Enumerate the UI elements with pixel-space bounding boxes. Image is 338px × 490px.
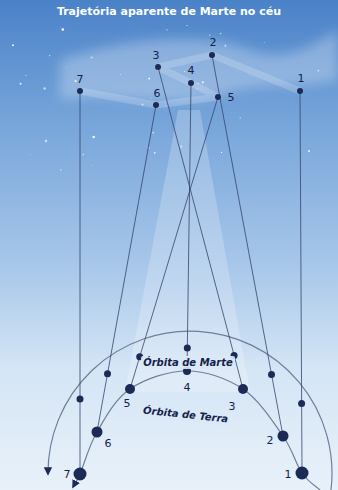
star <box>225 45 227 47</box>
sight-lines <box>80 55 302 474</box>
sight-line <box>80 91 81 474</box>
star <box>166 29 167 30</box>
callout-number: 7 <box>64 468 71 481</box>
star <box>119 74 121 76</box>
sight-line <box>158 67 243 389</box>
callout-number: 2 <box>210 36 217 49</box>
star <box>75 80 77 82</box>
star <box>184 71 185 72</box>
orbit-label: Órbita de Terra <box>141 403 231 425</box>
star <box>196 87 198 89</box>
callout-number: 3 <box>153 49 160 62</box>
sight-line <box>300 91 302 473</box>
star <box>264 42 265 43</box>
star <box>59 27 61 29</box>
star <box>93 136 95 138</box>
star <box>60 169 62 171</box>
star <box>91 56 93 58</box>
star <box>198 83 199 84</box>
stars <box>12 25 319 171</box>
star <box>154 152 156 154</box>
sight-line <box>187 83 191 371</box>
star <box>92 165 94 167</box>
sky-position-dot <box>209 52 215 58</box>
callout-number: 5 <box>228 91 235 104</box>
star <box>152 132 153 133</box>
star <box>308 150 310 152</box>
callout-number: 5 <box>124 397 131 410</box>
star <box>202 81 204 83</box>
mars-position-dot <box>298 400 305 407</box>
callout-number: 2 <box>267 434 274 447</box>
earth-position-dot <box>125 384 135 394</box>
mars-position-dot <box>184 345 191 352</box>
mars-position-dot <box>77 396 84 403</box>
apparent-path <box>80 55 300 105</box>
star <box>148 78 150 80</box>
position-dots <box>74 52 309 481</box>
callout-number: 1 <box>285 468 292 481</box>
earth-orbit <box>73 371 320 490</box>
star <box>318 70 320 72</box>
sky-position-dot <box>155 64 161 70</box>
diagram-title: Trajetória aparente de Marte no céu <box>57 5 281 18</box>
callout-number: 6 <box>154 87 161 100</box>
star <box>12 44 14 46</box>
star <box>186 25 187 26</box>
sky-position-dot <box>188 80 194 86</box>
mars-orbit <box>48 331 332 490</box>
star <box>165 106 166 107</box>
star <box>82 154 84 156</box>
earth-position-dot <box>74 468 87 481</box>
earth-position-dot <box>238 384 248 394</box>
star <box>45 140 47 142</box>
star <box>240 117 241 118</box>
star <box>149 97 151 99</box>
star <box>43 87 46 90</box>
star <box>180 145 182 147</box>
earth-position-dot <box>92 427 103 438</box>
earth-position-dot <box>278 431 289 442</box>
callout-number: 1 <box>298 72 305 85</box>
callout-number: 6 <box>105 437 112 450</box>
orbit-label: Órbita de Marte <box>141 356 235 369</box>
earth-position-dot <box>296 467 309 480</box>
callout-number: 7 <box>77 73 84 86</box>
callout-number: 3 <box>229 400 236 413</box>
callout-number: 4 <box>184 381 191 394</box>
star <box>25 75 26 76</box>
star <box>62 28 65 31</box>
mars-position-dot <box>268 371 275 378</box>
star <box>142 104 144 106</box>
sight-beam <box>125 110 250 392</box>
star <box>49 55 51 57</box>
sky-position-dot <box>153 102 159 108</box>
star <box>20 83 22 85</box>
callout-number: 4 <box>188 64 195 77</box>
mars-position-dot <box>104 370 111 377</box>
star <box>29 153 31 155</box>
sight-line <box>97 105 156 432</box>
sight-line <box>130 97 218 389</box>
sky-position-dot <box>215 94 221 100</box>
sight-line <box>212 55 283 436</box>
star <box>220 33 222 35</box>
sky-position-dot <box>77 88 83 94</box>
star <box>221 152 222 153</box>
sky-position-dot <box>297 88 303 94</box>
star <box>65 67 67 69</box>
